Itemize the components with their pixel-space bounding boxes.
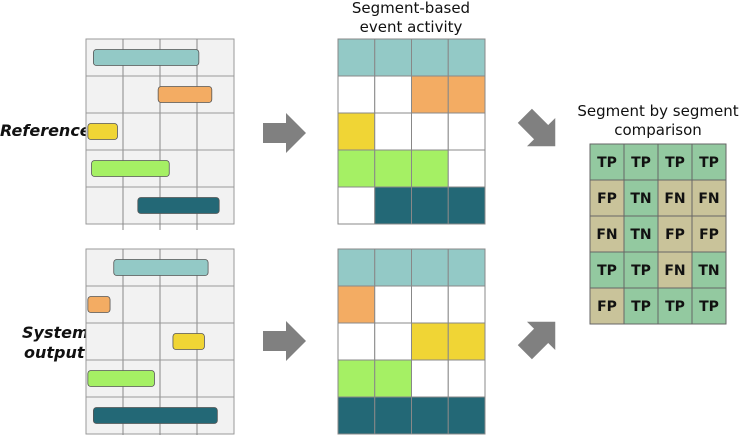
activity-cell (411, 396, 449, 435)
comparison-title-line2: comparison (614, 121, 702, 139)
activity-cell (411, 186, 449, 225)
down-right-arrow-icon (517, 108, 556, 147)
activity-cell (411, 359, 449, 398)
activity-cell (447, 396, 486, 435)
event-bar (87, 123, 118, 140)
comparison-cell (691, 179, 727, 217)
comparison-cell-label: TP (631, 263, 651, 279)
activity-cell (337, 359, 376, 398)
event-bar (87, 370, 155, 387)
reference-label: Reference (0, 121, 91, 140)
activity-cell (411, 38, 449, 77)
comparison-cell (691, 143, 727, 181)
activity-cell (337, 149, 376, 188)
comparison-cell-label: FP (597, 191, 617, 207)
activity-cell (337, 322, 376, 361)
comparison-grid: TP TP TP TP FP TN FN FN FN TN FP FP TP TP FN TN FP TP TP TP (589, 143, 727, 325)
comparison-cell (691, 287, 727, 325)
comparison-cell-label: TP (699, 299, 719, 315)
activity-cell (337, 112, 376, 151)
activity-cell (337, 186, 376, 225)
comparison-cell-label: TN (630, 191, 651, 207)
activity-cell (447, 186, 486, 225)
comparison-cell-label: TN (630, 227, 651, 243)
right-arrow-icon (263, 113, 306, 153)
event-bar (172, 333, 205, 350)
comparison-cell-label: FP (597, 299, 617, 315)
activity-cell (447, 112, 486, 151)
activity-cell (337, 248, 376, 287)
activity-cell (374, 359, 412, 398)
activity-cell (337, 396, 376, 435)
activity-cell (411, 248, 449, 287)
comparison-cell (623, 251, 659, 289)
comparison-cell (589, 251, 625, 289)
comparison-cell-label: TN (698, 263, 719, 279)
reference-activity-grid (337, 38, 486, 225)
comparison-cell (623, 287, 659, 325)
activity-cell (374, 75, 412, 114)
comparison-cell (623, 215, 659, 253)
activity-cell (374, 186, 412, 225)
event-bar (93, 407, 218, 424)
activity-cell (337, 38, 376, 77)
comparison-cell-label: FP (699, 227, 719, 243)
comparison-cell-label: TP (597, 263, 617, 279)
activity-cell (337, 75, 376, 114)
comparison-title-line1: Segment by segment (577, 102, 738, 120)
comparison-cell (589, 179, 625, 217)
comparison-cell (657, 287, 693, 325)
activity-title-line2: event activity (360, 18, 463, 36)
activity-cell (374, 248, 412, 287)
activity-cell (374, 396, 412, 435)
activity-cell (411, 149, 449, 188)
comparison-cell-label: FN (596, 227, 617, 243)
comparison-cell-label: FP (665, 227, 685, 243)
reference-timeline (85, 38, 235, 230)
activity-cell (447, 75, 486, 114)
comparison-cell-label: TP (631, 299, 651, 315)
activity-cell (337, 285, 376, 324)
system-output-label-line2: output (24, 343, 86, 362)
event-bar (137, 197, 220, 214)
event-bar (157, 86, 213, 103)
system-output-label-line1: System (22, 323, 89, 342)
activity-cell (447, 149, 486, 188)
activity-cell (447, 38, 486, 77)
system-timeline (85, 248, 235, 435)
activity-cell (374, 322, 412, 361)
event-bar (91, 160, 170, 177)
activity-cell (374, 285, 412, 324)
activity-cell (411, 75, 449, 114)
comparison-cell-label: TP (699, 155, 719, 171)
activity-cell (374, 112, 412, 151)
comparison-cell-label: FN (698, 191, 719, 207)
comparison-cell-label: TP (665, 299, 685, 315)
comparison-cell-label: TP (631, 155, 651, 171)
activity-title-line1: Segment-based (352, 0, 470, 17)
event-bar (87, 296, 111, 313)
activity-cell (374, 149, 412, 188)
event-bar (113, 259, 209, 276)
system-activity-grid (337, 248, 486, 435)
activity-cell (374, 38, 412, 77)
activity-cell (411, 112, 449, 151)
activity-cell (447, 285, 486, 324)
activity-cell (447, 359, 486, 398)
comparison-cell-label: FN (664, 263, 685, 279)
comparison-cell-label: FN (664, 191, 685, 207)
activity-cell (447, 248, 486, 287)
comparison-cell-label: TP (665, 155, 685, 171)
right-arrow-icon (263, 321, 306, 361)
comparison-cell-label: TP (597, 155, 617, 171)
activity-cell (411, 285, 449, 324)
activity-cell (411, 322, 449, 361)
event-bar (93, 49, 200, 66)
up-right-arrow-icon (517, 321, 556, 360)
activity-cell (447, 322, 486, 361)
comparison-cell (589, 215, 625, 253)
comparison-cell (623, 179, 659, 217)
